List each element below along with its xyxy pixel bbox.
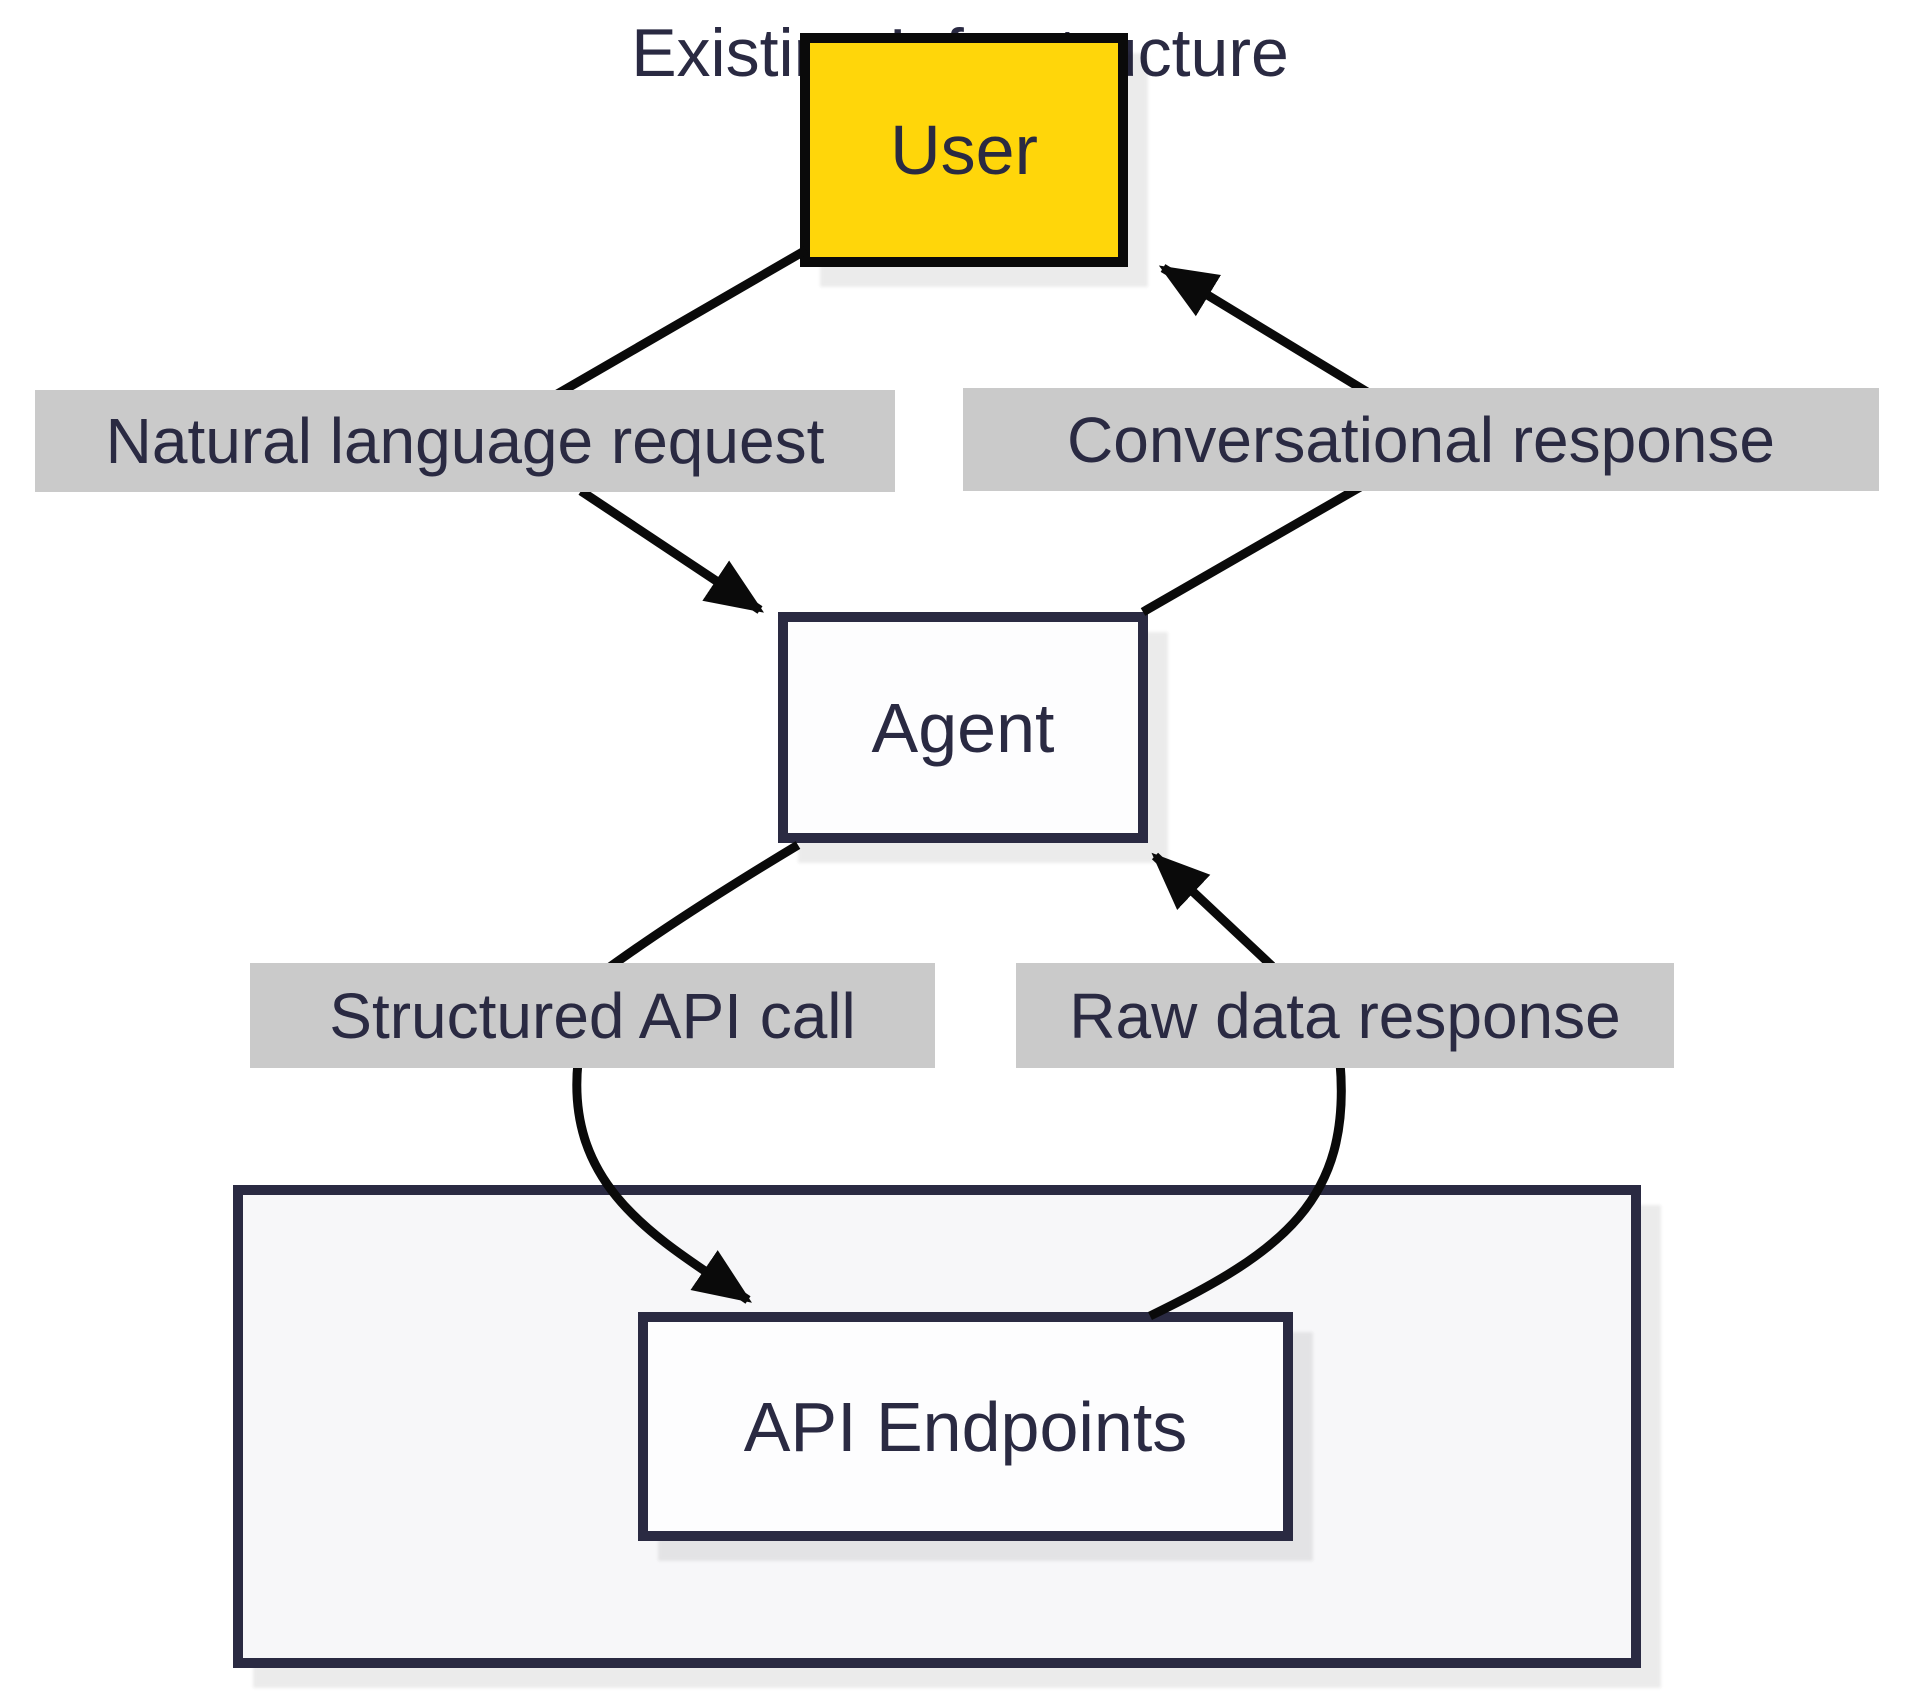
edge-agent-to-user-upper [1158, 264, 1380, 402]
edge-agent-to-api-lower [572, 1061, 752, 1304]
edge-label-raw-data-response: Raw data response [1016, 963, 1674, 1068]
edge-user-to-agent-upper [537, 246, 809, 408]
node-agent-label: Agent [871, 688, 1055, 767]
edge-user-to-agent-lower [578, 487, 765, 614]
edge-label-structured-api-call: Structured API call [250, 963, 935, 1068]
edge-agent-to-user-lower [1140, 482, 1365, 616]
node-user-label: User [890, 111, 1038, 189]
edge-label-conversational-response: Conversational response [963, 388, 1879, 491]
node-agent: Agent [778, 612, 1148, 843]
node-api-endpoints: API Endpoints [638, 1312, 1293, 1541]
node-user: User [800, 33, 1128, 267]
edge-api-to-agent-lower [1148, 1061, 1346, 1321]
edge-label-natural-language-request: Natural language request [35, 390, 895, 492]
edge-api-to-agent-upper [1151, 852, 1276, 970]
node-api-endpoints-label: API Endpoints [743, 1387, 1188, 1466]
